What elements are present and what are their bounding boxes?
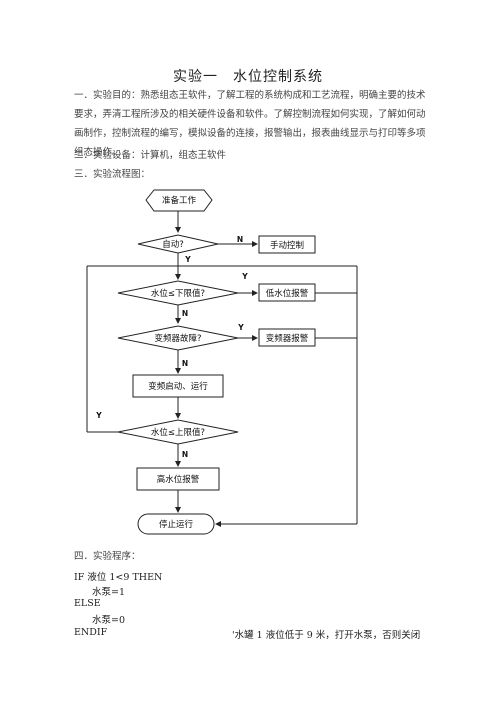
flow-auto-label: 自动? bbox=[162, 239, 184, 250]
code-line-3: ELSE bbox=[74, 598, 101, 609]
flow-stop-label: 停止运行 bbox=[159, 519, 194, 530]
flow-stop-shape bbox=[137, 513, 215, 535]
flow-manual-label: 手动控制 bbox=[270, 240, 304, 251]
flow-low-no: N bbox=[182, 309, 188, 318]
flow-vfd-fault-label: 变频器故障? bbox=[154, 333, 201, 344]
flow-high-alarm-label: 高水位报警 bbox=[157, 474, 200, 485]
flow-auto-no: N bbox=[237, 235, 243, 244]
flow-level-high-label: 水位≤上限值? bbox=[151, 427, 205, 438]
flow-start-label: 准备工作 bbox=[162, 195, 197, 206]
flow-vfd-alarm-label: 变频器报警 bbox=[266, 333, 309, 344]
flow-level-low-label: 水位≤下限值? bbox=[151, 288, 205, 299]
flow-manual-shape bbox=[258, 235, 316, 254]
section-flowchart-heading: 三．实验流程图： bbox=[74, 169, 151, 180]
page-title: 实验一 水位控制系统 bbox=[173, 69, 323, 85]
flow-vfd-yes: Y bbox=[237, 323, 244, 332]
flow-start-shape bbox=[145, 189, 213, 212]
flow-low-yes: Y bbox=[241, 272, 248, 281]
code-comment: '水罐 1 液位低于 9 米，打开水泵，否则关闭 bbox=[232, 630, 421, 641]
code-line-4: 水泵=0 bbox=[92, 615, 126, 626]
code-line-5: ENDIF bbox=[74, 627, 108, 638]
section-program-heading: 四．实验程序： bbox=[74, 551, 141, 562]
section-equipment: 二．实验设备：计算机，组态王软件 bbox=[74, 150, 227, 161]
code-line-1: IF 液位 1<9 THEN bbox=[74, 572, 163, 583]
flow-vfd-start-label: 变频启动、运行 bbox=[148, 381, 208, 392]
code-line-2: 水泵=1 bbox=[92, 587, 126, 598]
flow-low-alarm-label: 低水位报警 bbox=[266, 288, 309, 299]
flow-level-high-shape bbox=[117, 419, 239, 445]
section-objective: 一．实验目的：熟悉组态王软件，了解工程的系统构成和工艺流程，明确主要的技术要求，… bbox=[74, 90, 426, 158]
flow-high-yes: Y bbox=[95, 411, 102, 420]
flow-vfd-no: N bbox=[182, 359, 188, 368]
flow-high-no: N bbox=[182, 450, 188, 459]
flow-auto-yes: Y bbox=[184, 255, 191, 264]
